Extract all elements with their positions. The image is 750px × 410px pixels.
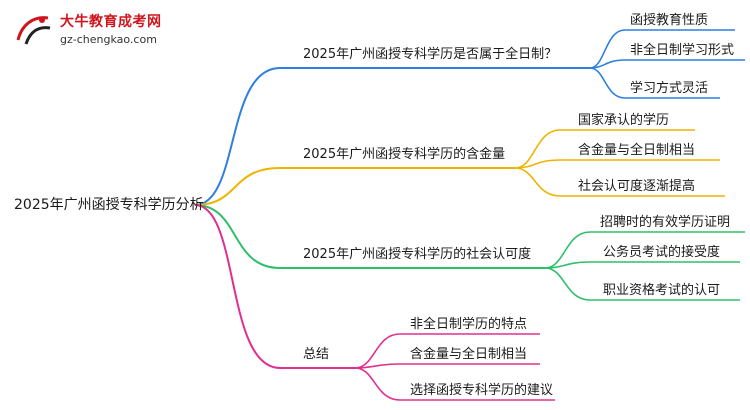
connector-b1-leaf-1 xyxy=(589,29,735,69)
branch-node-4: 总结 xyxy=(303,347,330,362)
leaf-node-b1-2: 非全日制学习形式 xyxy=(630,43,735,58)
leaf-node-b2-3: 社会认可度逐渐提高 xyxy=(578,179,696,194)
leaf-node-b3-1: 招聘时的有效学历证明 xyxy=(600,215,731,230)
leaf-node-b3-3: 职业资格考试的认可 xyxy=(603,283,721,298)
site-logo[interactable]: 大牛教育成考网 gz-chengkao.com xyxy=(8,6,178,54)
connector-root-branch-4 xyxy=(194,204,355,369)
branch-node-3: 2025年广州函授专科学历的社会认可度 xyxy=(303,247,532,262)
connector-b3-leaf-2 xyxy=(544,261,740,269)
branch-node-2: 2025年广州函授专科学历的含金量 xyxy=(303,147,506,162)
connector-b4-leaf-3 xyxy=(354,367,555,401)
connector-b2-leaf-3 xyxy=(514,167,725,197)
connector-b4-leaf-1 xyxy=(354,333,540,369)
leaf-node-b1-3: 学习方式灵活 xyxy=(630,81,709,96)
leaf-node-b3-2: 公务员考试的接受度 xyxy=(603,245,721,260)
logo-mark-icon xyxy=(16,16,51,45)
logo-url: gz-chengkao.com xyxy=(60,33,157,46)
leaf-node-b1-1: 函授教育性质 xyxy=(630,13,709,28)
leaf-node-b4-2: 含金量与全日制相当 xyxy=(410,347,528,362)
connector-b1-leaf-2 xyxy=(589,59,745,69)
connector-b4-leaf-2 xyxy=(354,363,540,369)
connector-root-branch-1 xyxy=(194,67,590,206)
branch-node-1: 2025年广州函授专科学历是否属于全日制？ xyxy=(303,47,558,62)
connector-b2-leaf-1 xyxy=(514,129,695,169)
connector-b1-leaf-3 xyxy=(589,67,720,99)
connector-b3-leaf-1 xyxy=(544,231,745,269)
leaf-node-b2-1: 国家承认的学历 xyxy=(578,113,670,128)
leaf-node-b4-1: 非全日制学历的特点 xyxy=(410,317,528,332)
leaf-node-b4-3: 选择函授专科学历的建议 xyxy=(410,383,554,398)
connector-root-branch-2 xyxy=(194,167,515,206)
connector-root-branch-3 xyxy=(194,204,545,269)
connector-b2-leaf-2 xyxy=(514,159,720,169)
logo-title: 大牛教育成考网 xyxy=(60,14,162,30)
connector-b3-leaf-3 xyxy=(544,267,740,301)
leaf-node-b2-2: 含金量与全日制相当 xyxy=(578,143,696,158)
root-node: 2025年广州函授专科学历分析 xyxy=(14,197,204,213)
